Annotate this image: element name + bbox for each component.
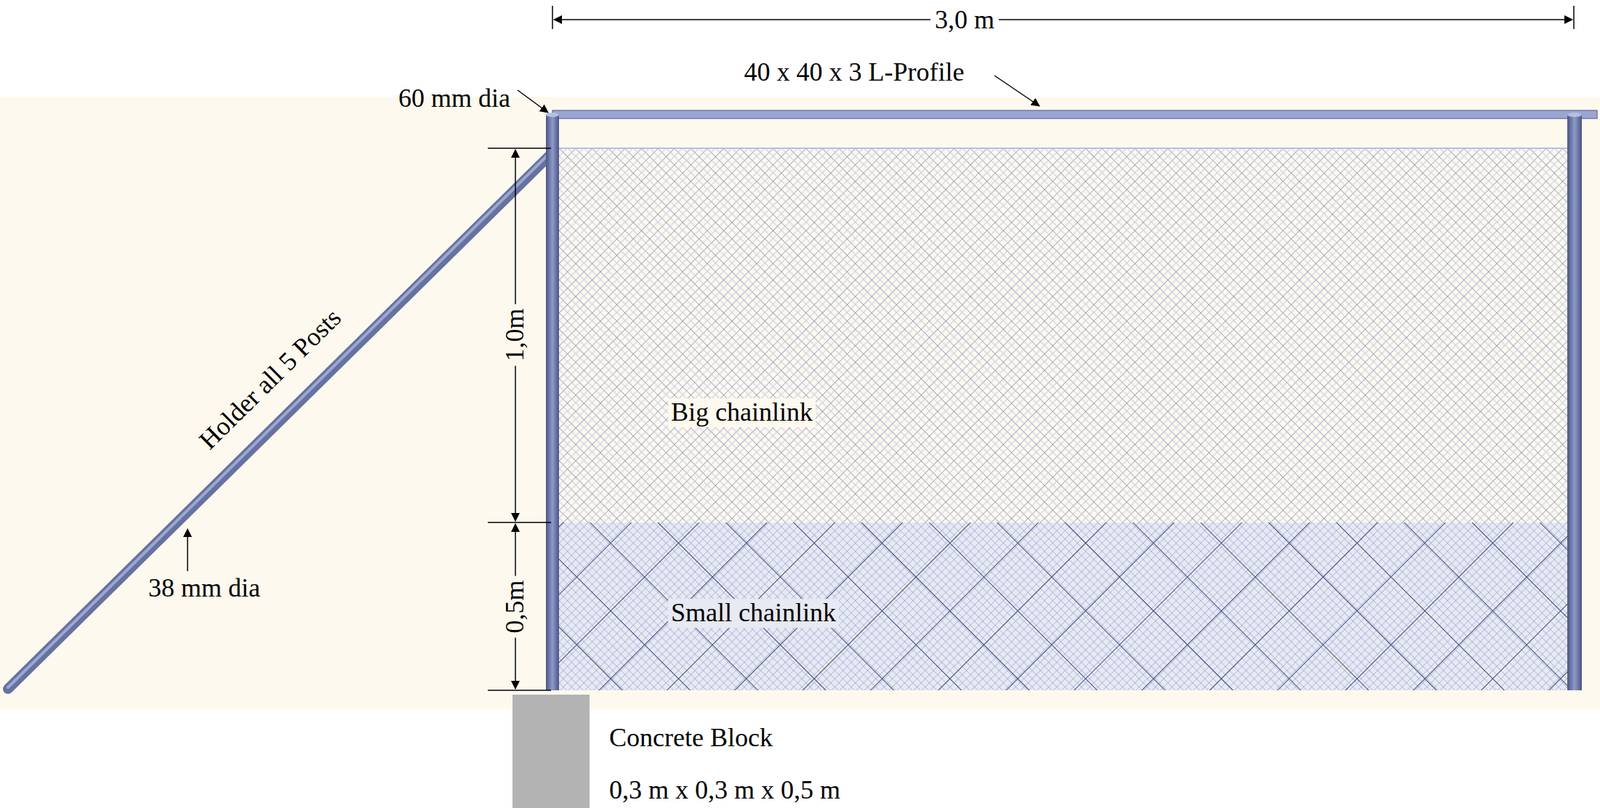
post-cap: [1567, 112, 1582, 118]
ground-band: [0, 96, 1600, 710]
small-chainlink-overlay: [559, 522, 1568, 691]
concrete-block: [512, 694, 590, 808]
concrete-block: Concrete Block0,3 m x 0,3 m x 0,5 m: [512, 694, 590, 808]
big-chainlink-mesh: [559, 148, 1568, 523]
dimension-label: 1,0m: [500, 303, 530, 366]
leader-line: [517, 90, 549, 113]
node-text: 0,3 m x 0,3 m x 0,5 m: [606, 776, 844, 806]
small-chainlink-mesh: [559, 522, 1568, 691]
dimension-tick: [551, 5, 554, 30]
post-left: [545, 114, 560, 691]
holder-highlight: [7, 153, 550, 688]
dimension-tick: [1573, 5, 1575, 30]
dimension-tick: [487, 689, 552, 692]
l-profile-bar: [552, 110, 1598, 119]
mesh-top-edge: [559, 147, 1568, 150]
node-text: Big chainlink: [668, 398, 816, 428]
holder-pipe: [7, 154, 552, 690]
post-cap: [545, 112, 560, 118]
chainlink-panel: Small chainlink: [559, 522, 1568, 691]
dimension-label: 0,5m: [500, 575, 530, 638]
node-text: Small chainlink: [668, 599, 839, 629]
chainlink-panel: Big chainlink: [559, 148, 1568, 523]
part-label: 40 x 40 x 3 L-Profile: [740, 58, 970, 88]
part-label: 60 mm dia: [394, 84, 515, 114]
leader-line: [994, 75, 1040, 107]
dimension-tick: [487, 521, 552, 524]
leader-line: [186, 529, 189, 572]
dimension-tick: [487, 147, 552, 150]
node-text: Concrete Block: [606, 724, 776, 754]
post-right: [1567, 114, 1582, 691]
part-label: 38 mm dia: [143, 574, 265, 604]
dimension-line: [553, 18, 1573, 21]
dimension-label: 3,0 m: [930, 5, 999, 35]
